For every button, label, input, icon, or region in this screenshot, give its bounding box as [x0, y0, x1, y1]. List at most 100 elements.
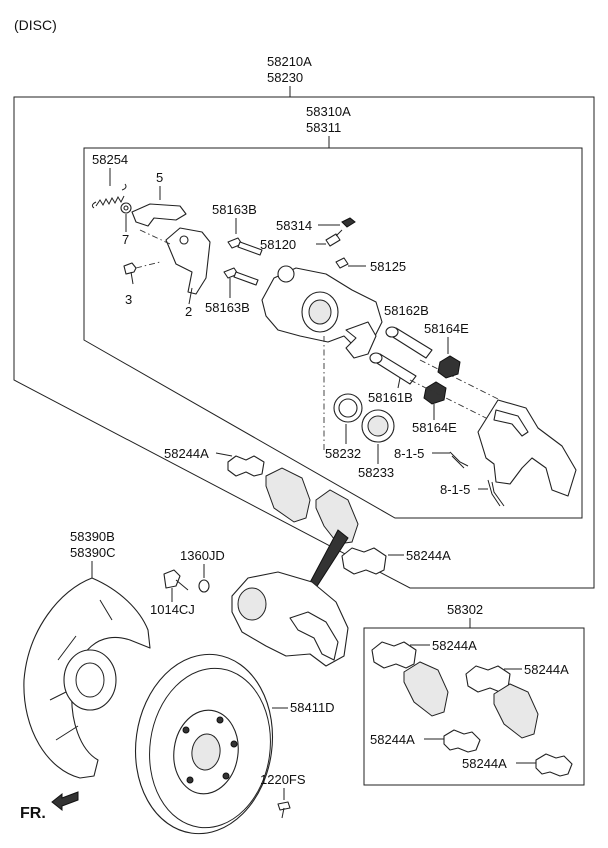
front-arrow-icon: [51, 791, 79, 812]
label-58411D: 58411D: [290, 700, 335, 715]
label-58310A: 58310A: [306, 104, 351, 119]
guide-pin-58162B-head: [385, 326, 399, 338]
label-58163B-bot: 58163B: [205, 300, 250, 315]
label-58232: 58232: [325, 446, 361, 461]
shim-58244A-1: [227, 455, 265, 477]
label-2: 2: [185, 304, 192, 319]
label-8-1-5-b: 8-1-5: [440, 482, 470, 497]
caliper-assembly-outline: [13, 96, 595, 589]
pad-kit-box: [363, 627, 585, 786]
label-58125: 58125: [370, 259, 406, 274]
bolt-1014CJ-head: [163, 569, 181, 589]
carrier-slot: [493, 409, 529, 437]
caliper-carrier: [477, 399, 577, 497]
label-8-1-5-a: 8-1-5: [394, 446, 424, 461]
label-58244A-1: 58244A: [164, 446, 209, 461]
bleeder-tip: [335, 229, 343, 237]
brake-pad-right: [315, 489, 359, 545]
label-58244A-3: 58244A: [432, 638, 477, 653]
boot-58164E-top: [437, 355, 461, 379]
shim-58244A-5: [443, 729, 481, 753]
label-58390B: 58390B: [70, 529, 115, 544]
shim-58244A-6: [535, 753, 573, 777]
brake-disc-inner-edge: [149, 667, 271, 829]
leader-58244A-1: [215, 452, 233, 457]
label-58233: 58233: [358, 465, 394, 480]
label-58302: 58302: [447, 602, 483, 617]
screw-1220FS-head: [277, 801, 291, 811]
disc-bolt-hole-2: [230, 740, 238, 748]
disc-bolt-hole-5: [182, 726, 190, 734]
label-58120: 58120: [260, 237, 296, 252]
disc-bolt-hole-1: [216, 716, 224, 724]
axis-3: [135, 261, 161, 269]
shim-58244A-2: [341, 547, 387, 575]
clip-8-1-5-b: [487, 479, 505, 507]
assembled-caliper-carrier: [289, 611, 339, 661]
label-58161B: 58161B: [368, 390, 413, 405]
brake-pad-left: [265, 467, 311, 523]
axis-pin-top: [419, 359, 501, 401]
label-58163B-top: 58163B: [212, 202, 257, 217]
label-58164E-top: 58164E: [424, 321, 469, 336]
piston-bore-inner: [308, 299, 332, 325]
dust-boot-inner: [367, 415, 389, 437]
label-3: 3: [125, 292, 132, 307]
kit-pad-right: [493, 683, 539, 739]
label-58244A-5: 58244A: [370, 732, 415, 747]
backing-plate: [23, 577, 151, 779]
disc-bolt-hole-4: [186, 776, 194, 784]
caliper-finger: [345, 321, 377, 359]
label-7: 7: [122, 232, 129, 247]
bracket-part-5: [131, 203, 187, 227]
caliper-body-outline: [83, 147, 583, 519]
backing-plate-ribs: [49, 599, 113, 741]
clip-8-1-5-a: [449, 451, 469, 469]
bolt-3-shank: [130, 271, 134, 285]
bolt-3-head: [123, 262, 137, 275]
label-1014CJ: 1014CJ: [150, 602, 195, 617]
backing-plate-hole: [75, 662, 105, 698]
diagram-title: (DISC): [14, 17, 57, 33]
label-58230: 58230: [267, 70, 303, 85]
spring-hooks: [91, 183, 127, 209]
label-58390C: 58390C: [70, 545, 116, 560]
spring-part: [95, 195, 125, 207]
axis-2: [139, 229, 171, 245]
leader-2: [188, 287, 193, 305]
disc-bolt-hole-3: [222, 772, 230, 780]
kit-pad-left: [403, 661, 449, 717]
bracket-part-2: [165, 227, 211, 295]
bleeder-cap-part: [341, 217, 356, 228]
label-58311: 58311: [306, 120, 341, 135]
label-58162B: 58162B: [384, 303, 429, 318]
brake-disc-center: [191, 733, 221, 771]
label-58244A-6: 58244A: [462, 756, 507, 771]
screw-1220FS-shank: [281, 807, 285, 819]
plug-part: [335, 257, 349, 269]
washer-hole: [123, 205, 129, 211]
bracket-2-hole: [179, 235, 189, 245]
label-58314: 58314: [276, 218, 312, 233]
guide-bolt-top-shank: [237, 241, 263, 256]
bleeder-screw-part: [325, 233, 341, 247]
label-1220FS: 1220FS: [260, 772, 306, 787]
leader-58161B: [397, 377, 401, 389]
shim-58244A-3: [371, 641, 417, 669]
label-1360JD: 1360JD: [180, 548, 225, 563]
label-58164E-bot: 58164E: [412, 420, 457, 435]
guide-bolt-bot-shank: [233, 271, 259, 286]
piston-seal-inner: [338, 398, 358, 418]
guide-pin-58161B-head: [369, 352, 383, 364]
label-58254: 58254: [92, 152, 128, 167]
label-58244A-2: 58244A: [406, 548, 451, 563]
axis-pin-bot: [409, 379, 491, 421]
bolt-1014CJ-shank: [175, 579, 189, 591]
assembled-caliper-piston: [237, 587, 267, 621]
label-58244A-4: 58244A: [524, 662, 569, 677]
label-58210A: 58210A: [267, 54, 312, 69]
front-indicator: FR.: [20, 805, 46, 822]
label-5: 5: [156, 170, 163, 185]
